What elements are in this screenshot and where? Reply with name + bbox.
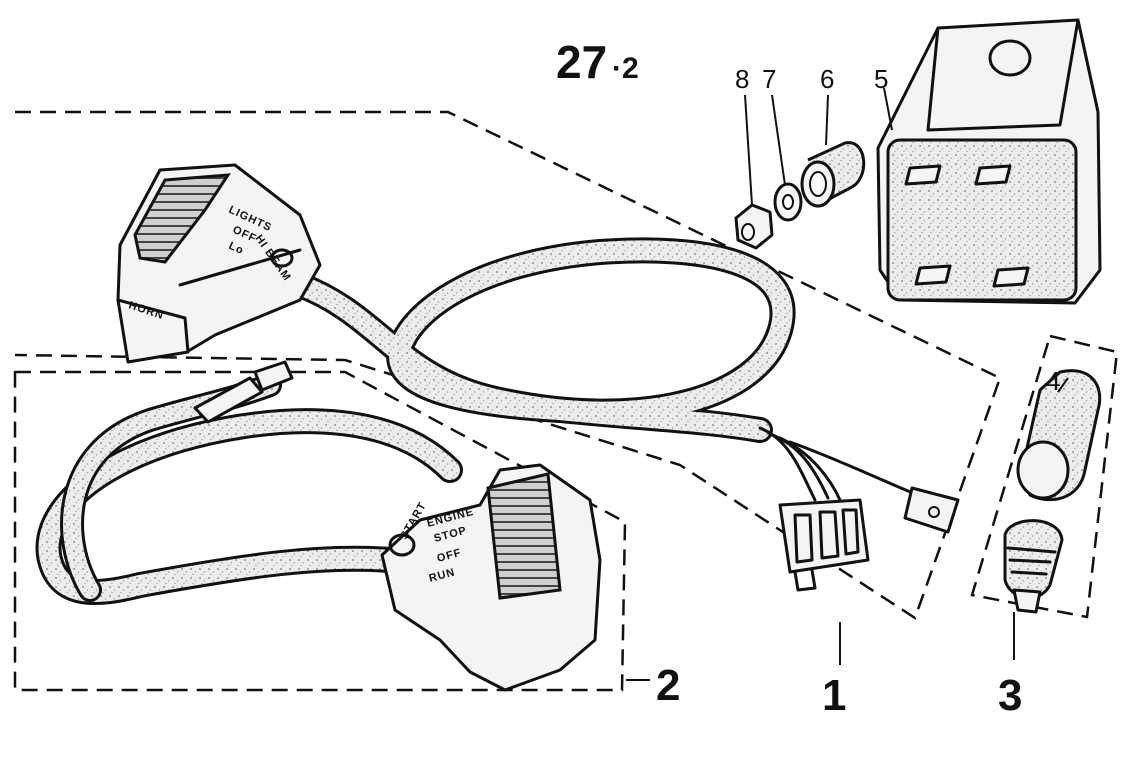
bushing bbox=[800, 141, 866, 208]
callout-8: 8 bbox=[735, 64, 749, 94]
pushbutton-switch bbox=[1003, 519, 1064, 614]
connector-block bbox=[778, 498, 870, 592]
callout-1: 1 bbox=[822, 671, 846, 720]
callout-6: 6 bbox=[820, 64, 834, 94]
wiring-harness-1 bbox=[287, 237, 932, 502]
left-handlebar-switch: LIGHTS OFF Lo HI BEAM HORN bbox=[116, 163, 322, 364]
wiring-harness-2 bbox=[35, 360, 463, 606]
washer bbox=[773, 182, 803, 222]
lo-label: Lo bbox=[227, 240, 246, 257]
group-1-boundary bbox=[14, 110, 1002, 620]
callout-7: 7 bbox=[762, 64, 776, 94]
group-3-boundary bbox=[970, 334, 1119, 619]
figure-subnumber: ·2 bbox=[612, 52, 639, 85]
figure-number: 27 bbox=[556, 36, 607, 88]
callout-3: 3 bbox=[998, 671, 1022, 720]
callout-2: 2 bbox=[656, 661, 680, 710]
nut bbox=[734, 203, 774, 250]
figure-title: 27 ·2 bbox=[556, 36, 639, 88]
callout-labels: 1 2 3 4 5 6 7 8 bbox=[656, 64, 1060, 720]
relay-box bbox=[876, 18, 1102, 305]
callout-5: 5 bbox=[874, 64, 888, 94]
callout-4: 4 bbox=[1046, 366, 1060, 396]
leader-lines bbox=[626, 87, 1069, 681]
pushbutton-cap bbox=[1016, 369, 1102, 502]
right-handlebar-switch: ENGINE STOP OFF RUN START bbox=[380, 463, 602, 692]
spade-terminal bbox=[903, 486, 960, 534]
